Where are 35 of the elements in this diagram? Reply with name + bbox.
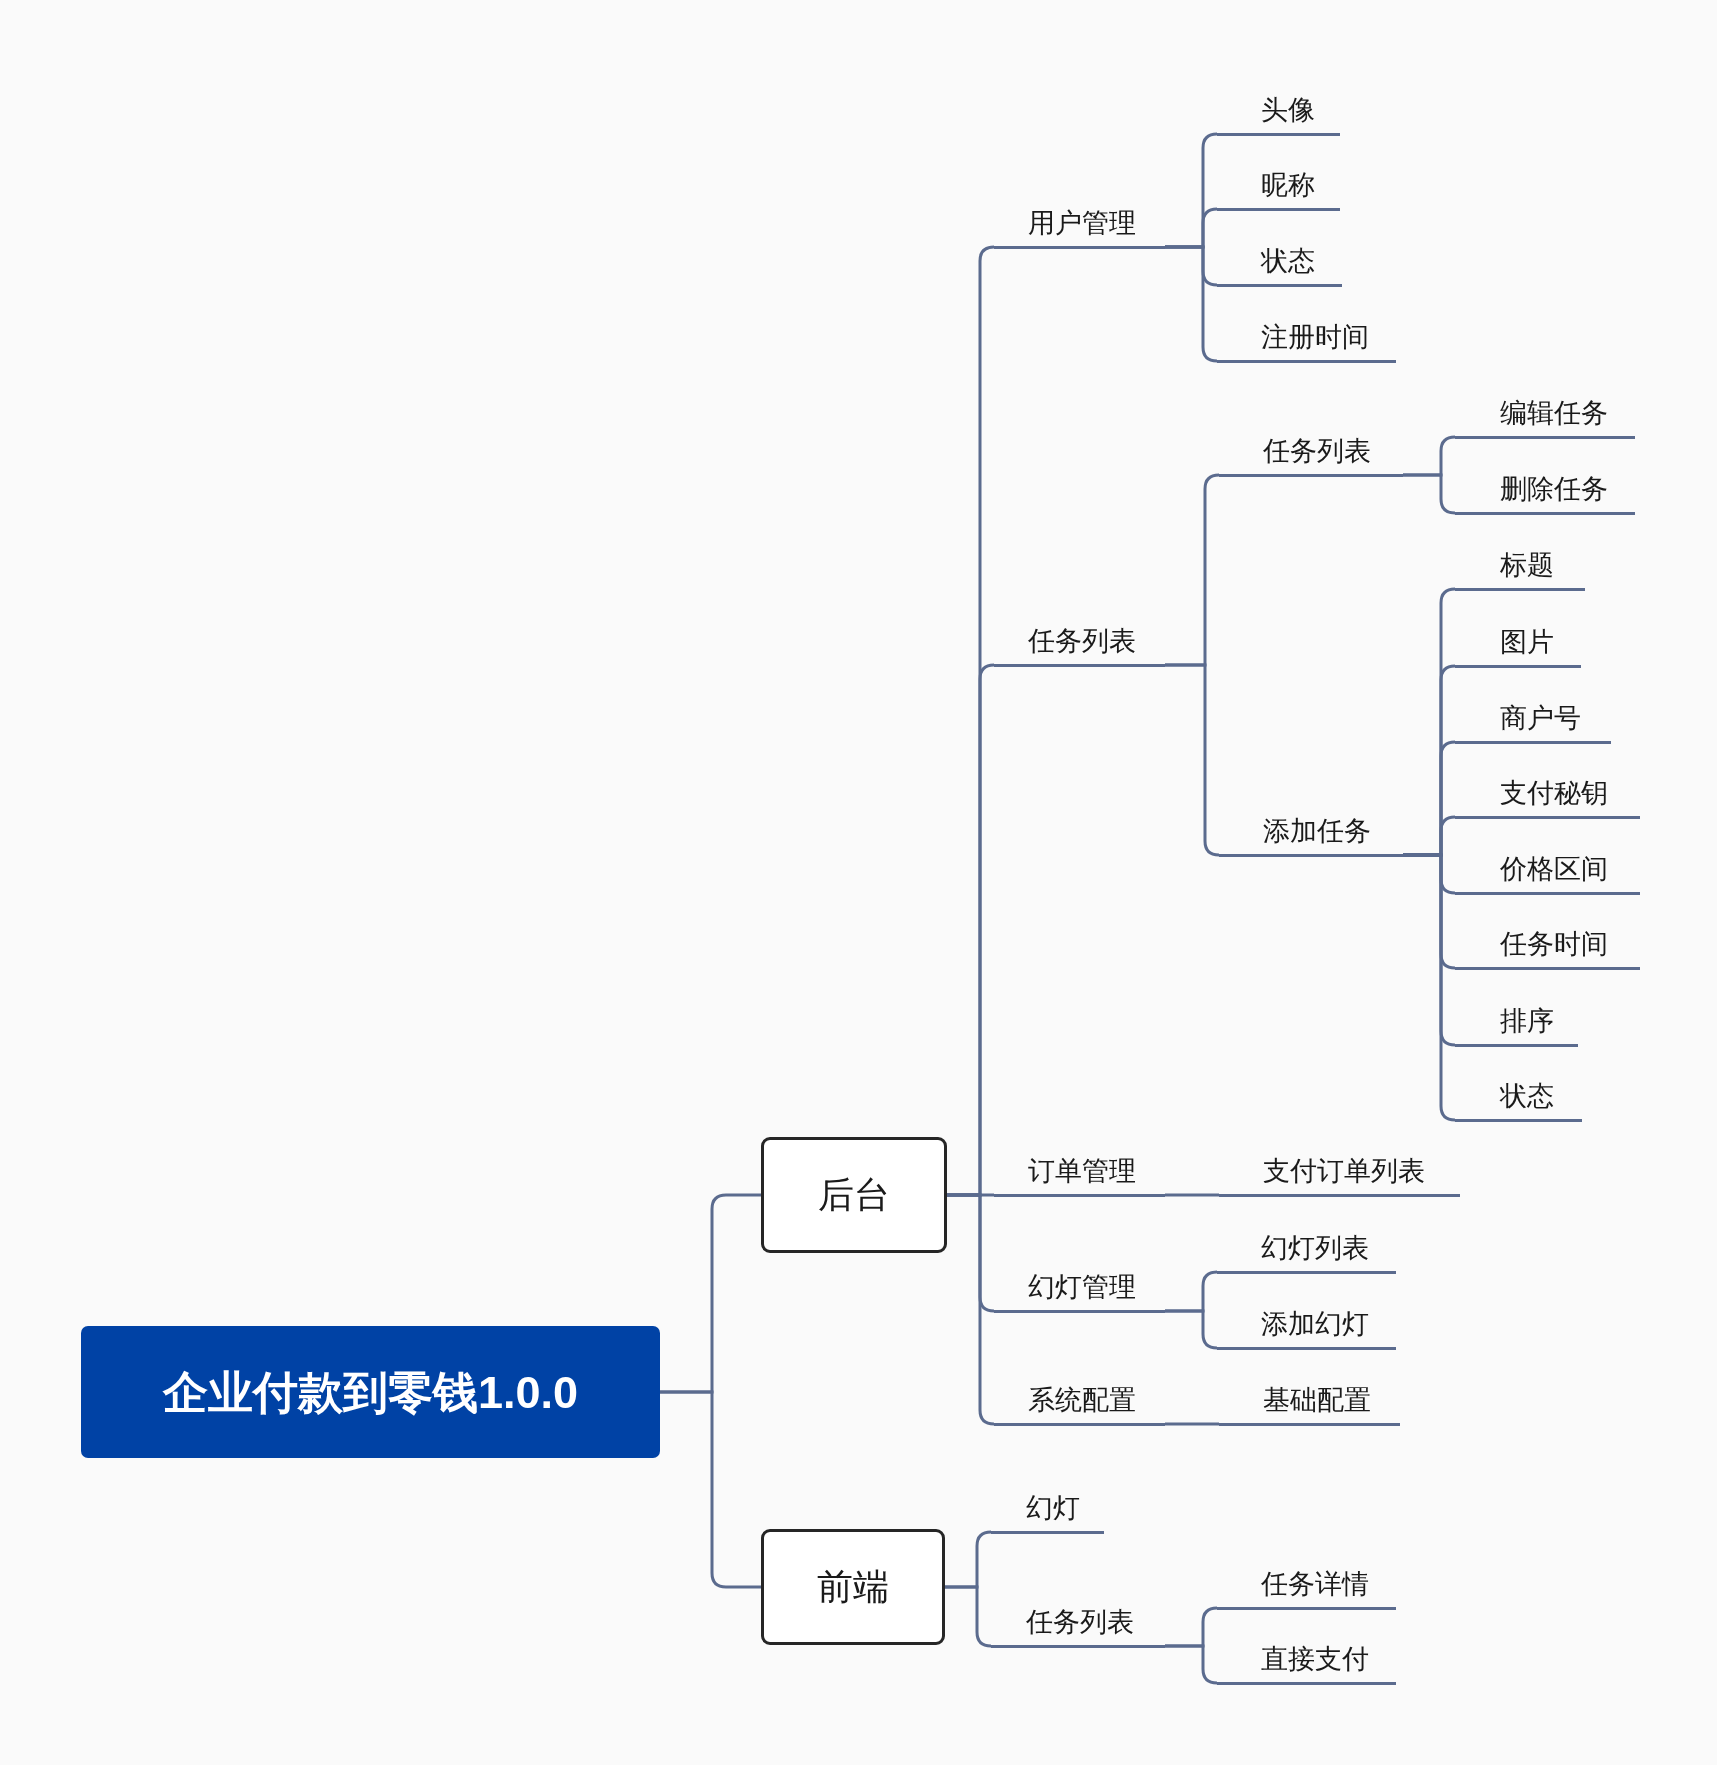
underlined-topic: 添加任务: [1219, 812, 1403, 857]
underlined-topic: 系统配置: [994, 1381, 1165, 1426]
underlined-topic: 用户管理: [994, 204, 1165, 249]
underlined-topic: 昵称: [1217, 166, 1340, 211]
branch-topic-box: 前端: [761, 1529, 945, 1645]
underlined-topic: 状态: [1217, 242, 1342, 287]
underlined-topic: 任务时间: [1455, 925, 1640, 970]
underlined-topic: 任务详情: [1217, 1565, 1396, 1610]
underlined-topic: 幻灯列表: [1217, 1229, 1396, 1274]
underlined-topic: 添加幻灯: [1217, 1305, 1396, 1350]
underlined-topic: 直接支付: [1217, 1640, 1396, 1685]
underlined-topic: 编辑任务: [1455, 394, 1635, 439]
connector-line: [660, 1390, 761, 1589]
branch-topic-box: 后台: [761, 1137, 947, 1253]
underlined-topic: 任务列表: [991, 1603, 1165, 1648]
underlined-topic: 注册时间: [1217, 318, 1396, 363]
underlined-topic: 标题: [1455, 546, 1585, 591]
underlined-topic: 支付订单列表: [1219, 1152, 1460, 1197]
underlined-topic: 基础配置: [1219, 1381, 1400, 1426]
underlined-topic: 幻灯: [991, 1489, 1104, 1534]
underlined-topic: 支付秘钥: [1455, 774, 1640, 819]
root-topic-box: 企业付款到零钱1.0.0: [81, 1326, 660, 1458]
underlined-topic: 删除任务: [1455, 470, 1635, 515]
underlined-topic: 头像: [1217, 91, 1340, 136]
underlined-topic: 任务列表: [1219, 432, 1403, 477]
connector-line: [1165, 1193, 1219, 1197]
connector-line: [1165, 1422, 1219, 1426]
underlined-topic: 商户号: [1455, 699, 1611, 744]
underlined-topic: 幻灯管理: [994, 1268, 1165, 1313]
underlined-topic: 任务列表: [994, 622, 1165, 667]
underlined-topic: 排序: [1455, 1002, 1578, 1047]
underlined-topic: 图片: [1455, 623, 1581, 668]
underlined-topic: 状态: [1455, 1077, 1582, 1122]
underlined-topic: 价格区间: [1455, 850, 1640, 895]
underlined-topic: 订单管理: [994, 1152, 1165, 1197]
